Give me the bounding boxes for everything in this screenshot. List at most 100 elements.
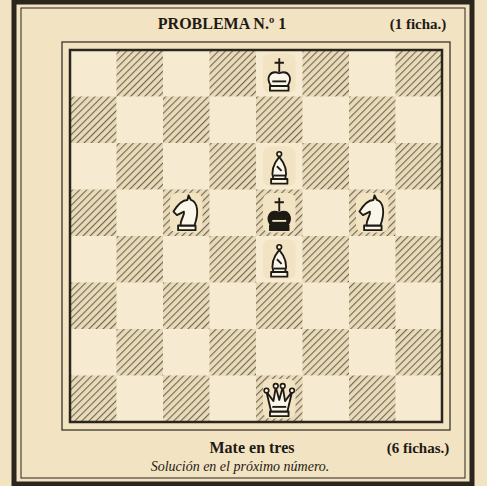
light-square — [303, 376, 350, 423]
piece-ground — [263, 379, 296, 419]
piece-part — [277, 259, 282, 264]
dark-square — [349, 283, 396, 330]
dark-square — [396, 143, 443, 190]
dark-square — [163, 376, 210, 423]
solution-note: Solución en el próximo número. — [151, 459, 330, 474]
dark-square — [349, 190, 396, 237]
light-square — [70, 329, 117, 376]
piece-part — [269, 212, 290, 226]
points-note: (6 fichas.) — [387, 440, 450, 457]
problem-title: PROBLEMA N.º 1 — [158, 15, 286, 33]
light-square — [396, 376, 443, 423]
light-square — [349, 236, 396, 283]
dark-square — [396, 236, 443, 283]
dark-square — [396, 329, 443, 376]
dark-square — [163, 283, 210, 330]
piece-part — [290, 388, 295, 393]
dark-square — [303, 329, 350, 376]
dark-square — [117, 236, 164, 283]
light-square — [349, 143, 396, 190]
light-square — [256, 50, 303, 97]
piece-ground — [263, 193, 296, 233]
piece-ground — [263, 146, 296, 186]
white-knight — [170, 193, 203, 233]
dark-square — [303, 236, 350, 283]
dark-square — [303, 50, 350, 97]
piece-ground — [356, 193, 389, 233]
piece-part — [275, 58, 284, 72]
dark-square — [210, 143, 257, 190]
dark-square — [70, 190, 117, 237]
piece-part — [273, 157, 286, 179]
chess-pieces — [170, 53, 389, 418]
dark-square — [303, 143, 350, 190]
light-square — [70, 236, 117, 283]
piece-ground — [170, 193, 203, 233]
piece-ground — [263, 239, 296, 279]
piece-ground — [263, 53, 296, 93]
light-square — [210, 97, 257, 144]
piece-part — [264, 388, 269, 393]
dark-square — [210, 50, 257, 97]
inner-frame — [21, 8, 465, 478]
light-square — [349, 329, 396, 376]
piece-part — [273, 175, 285, 177]
light-square — [256, 143, 303, 190]
stipulation: Mate en tres — [210, 439, 295, 457]
piece-part — [277, 166, 282, 171]
dark-square — [349, 97, 396, 144]
dark-square — [117, 50, 164, 97]
board-frame — [62, 42, 450, 430]
piece-part — [272, 220, 286, 222]
white-knight — [356, 193, 389, 233]
board-border — [70, 50, 442, 422]
light-square — [117, 97, 164, 144]
piece-part — [269, 72, 290, 86]
points-note: (1 ficha.) — [390, 16, 447, 33]
light-square — [163, 236, 210, 283]
outer-frame — [14, 2, 472, 484]
light-square — [70, 143, 117, 190]
piece-part — [277, 245, 282, 250]
dark-square — [70, 97, 117, 144]
light-square — [210, 190, 257, 237]
board-squares — [70, 50, 442, 422]
piece-part — [266, 387, 292, 411]
dark-square — [163, 190, 210, 237]
piece-part — [273, 250, 286, 272]
light-square — [70, 50, 117, 97]
light-square — [256, 329, 303, 376]
light-square — [117, 283, 164, 330]
light-square — [349, 50, 396, 97]
light-square — [396, 190, 443, 237]
light-square — [303, 190, 350, 237]
light-square — [210, 283, 257, 330]
dark-square — [256, 283, 303, 330]
dark-square — [256, 376, 303, 423]
white-bishop — [263, 146, 296, 186]
dark-square — [349, 376, 396, 423]
light-square — [256, 236, 303, 283]
dark-square — [117, 143, 164, 190]
piece-part — [280, 384, 285, 389]
light-square — [396, 97, 443, 144]
white-bishop — [263, 239, 296, 279]
white-queen — [263, 379, 296, 419]
dark-square — [210, 236, 257, 283]
light-square — [117, 190, 164, 237]
piece-part — [272, 80, 286, 82]
light-square — [163, 143, 210, 190]
light-square — [117, 376, 164, 423]
dark-square — [117, 329, 164, 376]
dark-square — [163, 97, 210, 144]
light-square — [396, 283, 443, 330]
dark-square — [256, 190, 303, 237]
light-square — [163, 50, 210, 97]
dark-square — [210, 329, 257, 376]
piece-part — [359, 195, 383, 225]
piece-part — [173, 195, 197, 225]
piece-part — [275, 198, 284, 212]
piece-part — [273, 268, 285, 270]
piece-part — [273, 384, 278, 389]
